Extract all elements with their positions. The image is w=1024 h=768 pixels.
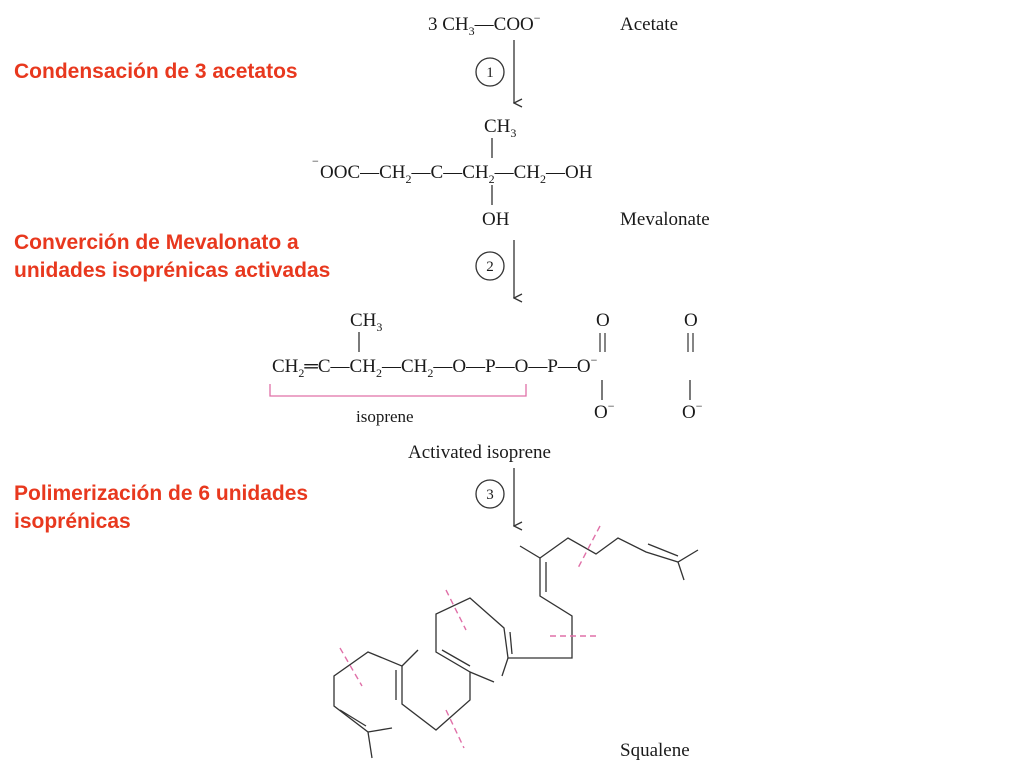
isoprene-bracket — [269, 384, 527, 397]
step1-label: Condensación de 3 acetatos — [14, 58, 298, 86]
squalene-double-bond-6 — [339, 709, 367, 727]
step3-label-line2: isoprénicas — [14, 510, 131, 533]
squalene-methyl-3 — [469, 671, 495, 683]
squalene-methyl-4 — [401, 649, 419, 667]
acetate: 3 CH3—COO− Acetate — [428, 11, 678, 38]
mevalonate-methyl: CH3 — [484, 116, 516, 140]
isoprene-cut-marks — [339, 525, 601, 749]
squalene-methyl-5 — [367, 727, 393, 733]
step1-number: 1 — [486, 65, 494, 81]
squalene-methyl-1 — [677, 561, 685, 581]
isoprene-methyl: CH3 — [350, 310, 382, 334]
step3-circle — [475, 479, 505, 509]
activated-isoprene-name: Activated isoprene — [408, 442, 551, 463]
step1-circle — [475, 57, 505, 87]
squalene-name: Squalene — [620, 740, 690, 761]
squalene-right-arm — [519, 537, 699, 563]
cut-mark-4 — [445, 709, 465, 749]
squalene-main-chain — [333, 558, 573, 759]
step1-marker: 1 — [475, 40, 514, 103]
step2-label-line1: Converción de Mevalonato a — [14, 231, 299, 254]
squalene-methyl-2 — [501, 657, 509, 677]
activated-isoprene: CH3 O O CH2═C—CH2—CH2—O—P—O—P—O− O− O− i… — [269, 310, 703, 463]
step3-label-line1: Polimerización de 6 unidades — [14, 482, 309, 505]
cut-mark-1 — [577, 525, 601, 569]
isoprene-bracket-label: isoprene — [356, 407, 414, 426]
mevalonate-charge: − — [312, 154, 319, 168]
step1-label-line1: Condensación de 3 acetatos — [14, 60, 298, 83]
step3-number: 3 — [486, 487, 494, 503]
step3-label: Polimerización de 6 unidades isoprénicas — [14, 480, 308, 536]
squalene-double-bond-3 — [509, 631, 513, 655]
mevalonate: CH3 − OOC—CH2—C—CH2—CH2—OH OH Mevalonate — [312, 116, 710, 230]
step2-circle — [475, 251, 505, 281]
cut-mark-3 — [445, 589, 467, 631]
phosphate2-oxo: O — [684, 310, 698, 331]
mevalonate-name: Mevalonate — [620, 209, 710, 230]
acetate-formula: 3 CH3—COO− — [428, 11, 541, 38]
mevalonate-chain: OOC—CH2—C—CH2—CH2—OH — [320, 162, 593, 186]
mevalonate-hydroxyl: OH — [482, 209, 510, 230]
step3-marker: 3 — [475, 468, 514, 526]
acetate-name: Acetate — [620, 14, 678, 35]
step2-number: 2 — [486, 259, 494, 275]
squalene — [333, 537, 699, 759]
squalene-double-bond-4 — [441, 649, 471, 667]
phosphate1-oxo: O — [596, 310, 610, 331]
phosphate1-oxide: O− — [594, 399, 615, 423]
phosphate2-oxide: O− — [682, 399, 703, 423]
squalene-double-bond-1 — [647, 543, 679, 557]
step2-label-line2: unidades isoprénicas activadas — [14, 259, 331, 282]
isoprene-chain: CH2═C—CH2—CH2—O—P—O—P—O− — [272, 353, 598, 380]
cut-mark-5 — [339, 647, 363, 687]
step2-label: Converción de Mevalonato a unidades isop… — [14, 229, 330, 285]
step2-marker: 2 — [475, 240, 514, 298]
